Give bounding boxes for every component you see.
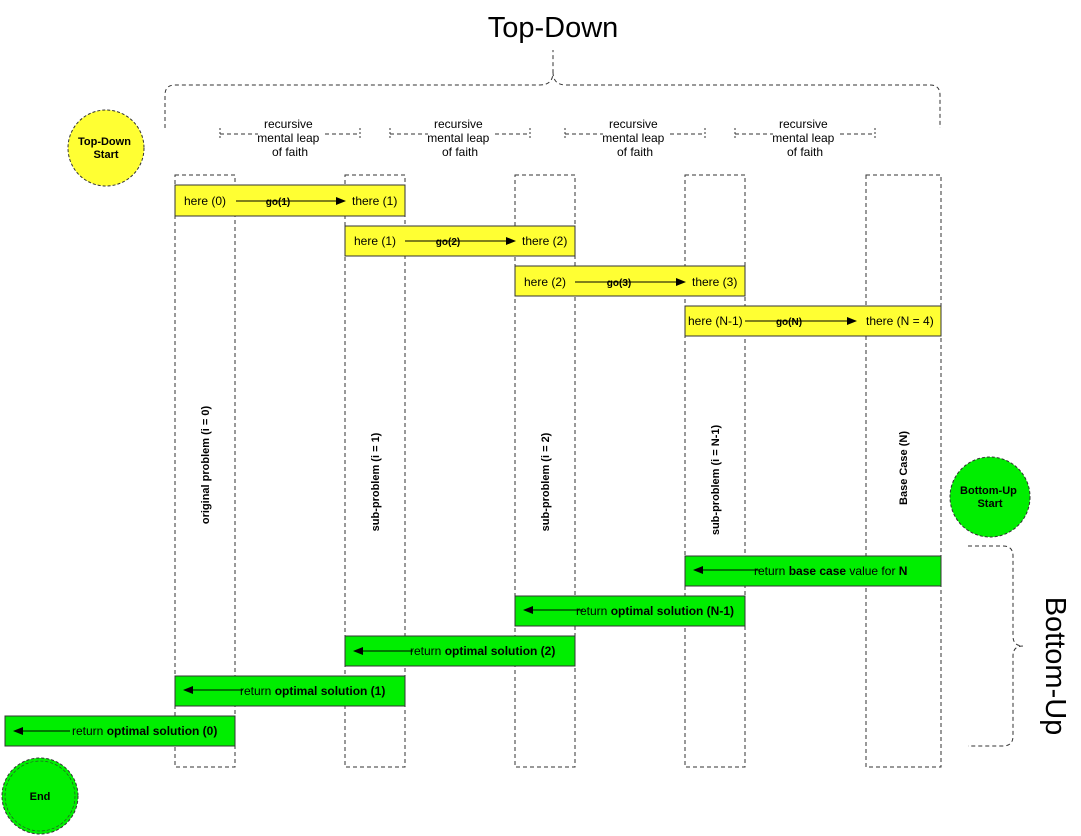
leap-label: recursive bbox=[609, 117, 658, 131]
return-bold: optimal solution (0) bbox=[107, 724, 218, 738]
leap-group-4: recursive mental leap of faith bbox=[734, 116, 876, 160]
leap-label: mental leap bbox=[257, 131, 319, 145]
column-label-3: sub-problem (i = N-1) bbox=[710, 425, 722, 536]
leap-group-3: recursive mental leap of faith bbox=[564, 116, 706, 160]
return-bold: optimal solution (2) bbox=[445, 644, 556, 658]
column-label-4: Base Case (N) bbox=[898, 431, 910, 505]
svg-text:Top-Down Start: Top-Down Start bbox=[78, 136, 134, 161]
svg-text:return optimal solution (0): return optimal solution (0) bbox=[72, 724, 217, 738]
column-lifelines bbox=[174, 174, 942, 768]
svg-text:return base case value for N: return base case value for N bbox=[754, 564, 907, 578]
top-brace bbox=[164, 50, 941, 128]
node-label: Start bbox=[977, 498, 1002, 510]
leap-label: recursive bbox=[779, 117, 828, 131]
step-there: there (N = 4) bbox=[866, 314, 934, 328]
return-prefix: return bbox=[72, 724, 107, 738]
leap-label: recursive bbox=[434, 117, 483, 131]
leap-label: mental leap bbox=[772, 131, 834, 145]
step-bar-3: here (2) go(3) there (3) bbox=[514, 265, 746, 297]
leap-group-1: recursive mental leap of faith bbox=[219, 116, 361, 160]
step-go: go(1) bbox=[266, 197, 290, 208]
return-bold2: N bbox=[899, 564, 908, 578]
top-down-start-node: Top-Down Start bbox=[67, 109, 145, 187]
svg-text:recursive mental leap: recursive mental leap of faith bbox=[602, 117, 667, 159]
step-there: there (1) bbox=[352, 194, 397, 208]
svg-text:return optimal solution (2): return optimal solution (2) bbox=[410, 644, 555, 658]
step-there: there (3) bbox=[692, 275, 737, 289]
return-bar-1: return base case value for N bbox=[684, 555, 942, 587]
svg-text:return optimal solution (1): return optimal solution (1) bbox=[240, 684, 385, 698]
step-go: go(2) bbox=[436, 237, 460, 248]
leap-label: mental leap bbox=[602, 131, 664, 145]
return-bold: optimal solution (1) bbox=[275, 684, 386, 698]
return-bar-5: return optimal solution (0) bbox=[4, 715, 236, 747]
step-here: here (2) bbox=[524, 275, 566, 289]
column-label-2: sub-problem (i = 2) bbox=[540, 432, 552, 531]
return-prefix: return bbox=[410, 644, 445, 658]
leap-label: of faith bbox=[617, 145, 653, 159]
return-prefix: return bbox=[240, 684, 275, 698]
right-brace bbox=[968, 545, 1024, 747]
svg-text:recursive mental leap: recursive mental leap of faith bbox=[772, 117, 837, 159]
leap-label: of faith bbox=[272, 145, 308, 159]
return-prefix: return bbox=[576, 604, 611, 618]
return-bar-3: return optimal solution (2) bbox=[344, 635, 576, 667]
step-bar-4: here (N-1) go(N) there (N = 4) bbox=[684, 305, 942, 337]
bottom-up-start-node: Bottom-Up Start bbox=[949, 456, 1031, 538]
leap-label: of faith bbox=[442, 145, 478, 159]
column-label-1: sub-problem (i = 1) bbox=[370, 432, 382, 531]
return-prefix: return bbox=[754, 564, 789, 578]
step-here: here (1) bbox=[354, 234, 396, 248]
step-bar-2: here (1) go(2) there (2) bbox=[344, 225, 576, 257]
return-bold: optimal solution (N-1) bbox=[611, 604, 734, 618]
return-middle: value for bbox=[846, 564, 899, 578]
leap-label: recursive bbox=[264, 117, 313, 131]
return-bold: base case bbox=[789, 564, 847, 578]
leap-group-2: recursive mental leap of faith bbox=[389, 116, 531, 160]
svg-text:recursive mental leap: recursive mental leap of faith bbox=[427, 117, 492, 159]
step-here: here (N-1) bbox=[688, 314, 743, 328]
step-bar-1: here (0) go(1) there (1) bbox=[174, 184, 406, 217]
column-label-0: original problem (i = 0) bbox=[200, 406, 212, 525]
step-go: go(3) bbox=[607, 278, 631, 289]
svg-text:return optimal solution (N-1): return optimal solution (N-1) bbox=[576, 604, 734, 618]
step-there: there (2) bbox=[522, 234, 567, 248]
side-title: Bottom-Up bbox=[1039, 597, 1071, 736]
svg-text:Bottom-Up Start: Bottom-Up Start bbox=[960, 485, 1020, 510]
node-label: Bottom-Up bbox=[960, 485, 1017, 497]
node-label: Start bbox=[93, 149, 118, 161]
leap-label: mental leap bbox=[427, 131, 489, 145]
return-bar-4: return optimal solution (1) bbox=[174, 675, 406, 707]
page-title: Top-Down bbox=[488, 12, 619, 44]
return-bar-2: return optimal solution (N-1) bbox=[514, 595, 746, 627]
svg-text:recursive mental leap: recursive mental leap of faith bbox=[257, 117, 322, 159]
node-label: Top-Down bbox=[78, 136, 131, 148]
node-label: End bbox=[30, 791, 51, 803]
leap-label: of faith bbox=[787, 145, 823, 159]
end-node: End bbox=[1, 757, 79, 835]
step-go: go(N) bbox=[776, 317, 802, 328]
step-here: here (0) bbox=[184, 194, 226, 208]
